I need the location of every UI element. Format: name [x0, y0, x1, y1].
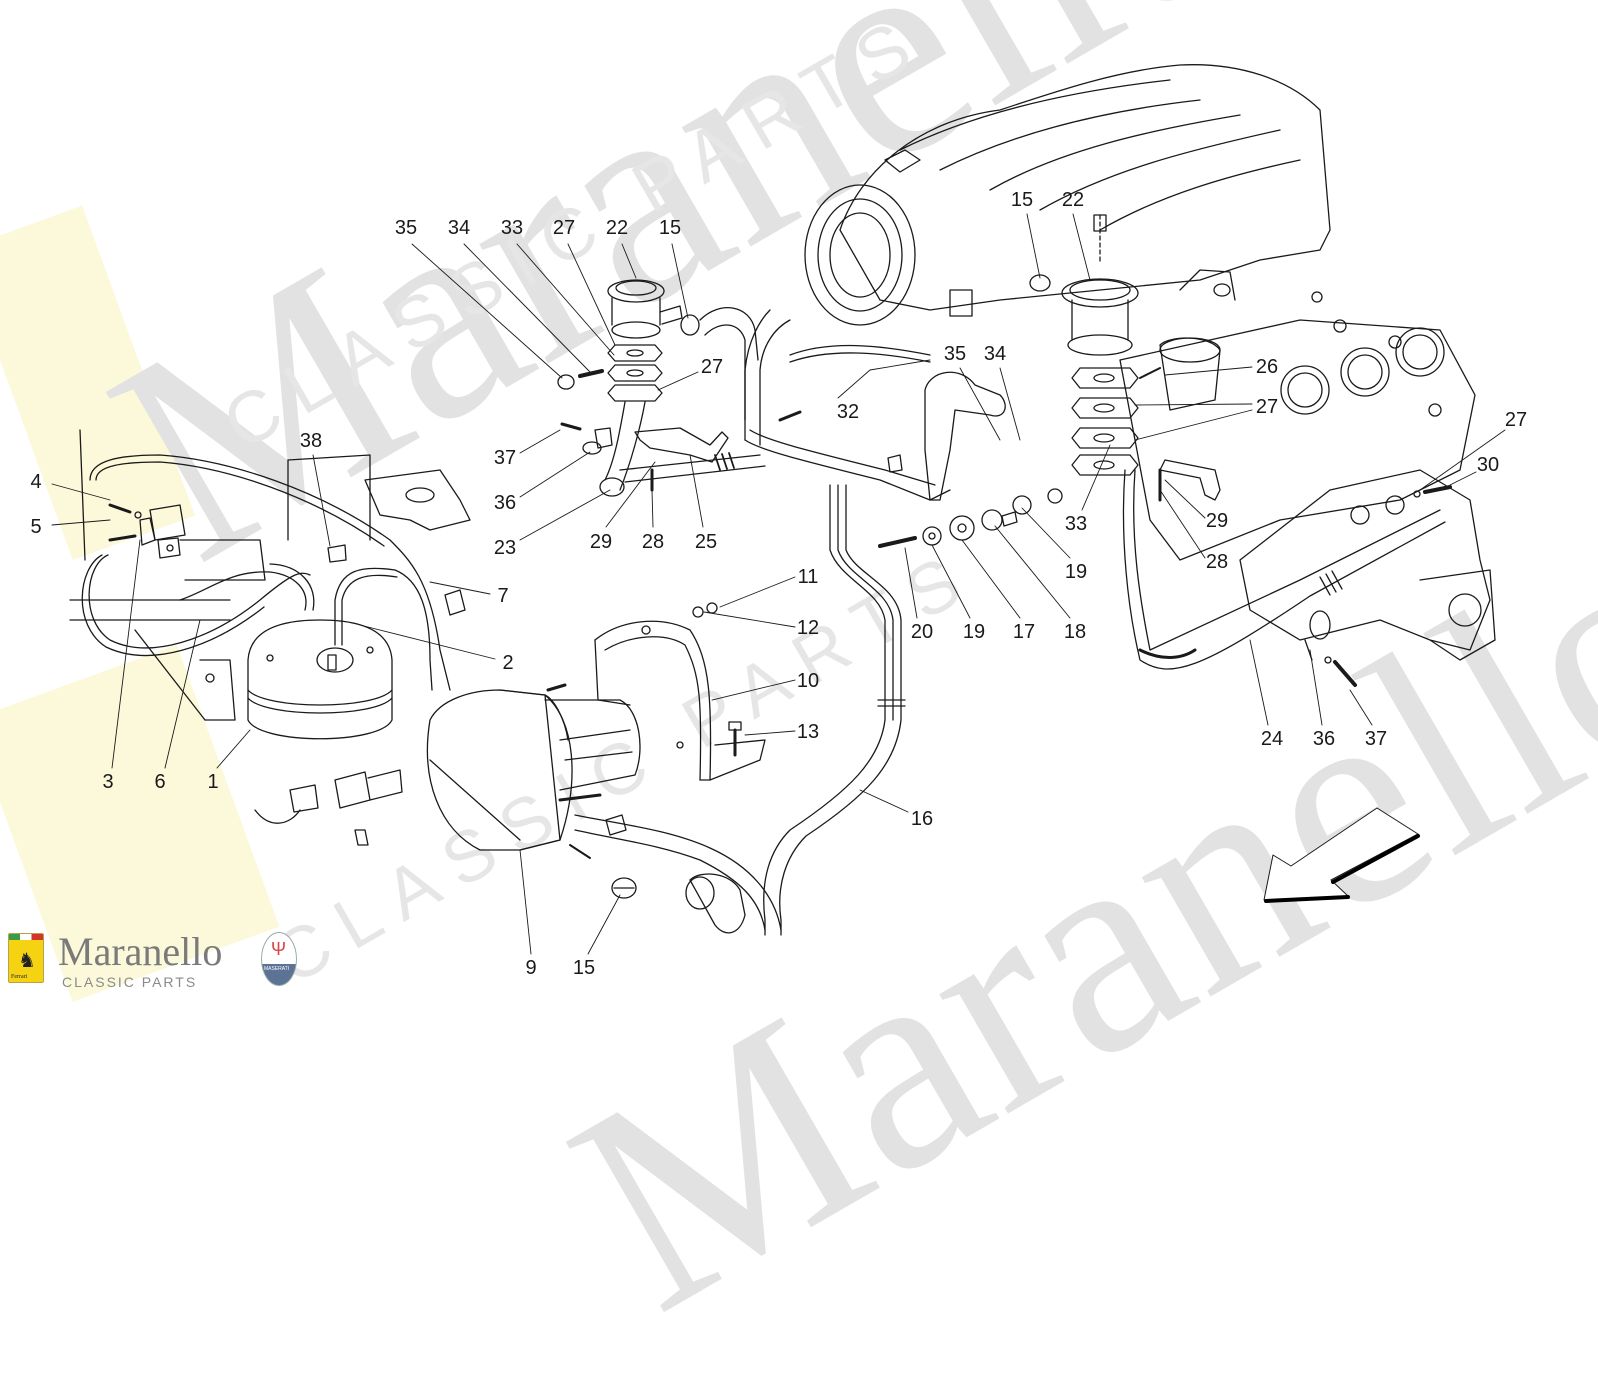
- vacuum-canister-1: [179, 563, 433, 740]
- callout-29: 29: [1205, 510, 1229, 532]
- solenoid-valve-3: [108, 503, 186, 559]
- exhaust-manifold: [1239, 469, 1496, 661]
- electrical-connectors: [254, 544, 466, 846]
- front-direction-arrow: [1263, 807, 1420, 903]
- ferrari-shield-icon: ♞ Ferrari: [8, 933, 44, 983]
- stud-34-nut-35-left: [557, 369, 604, 390]
- callout-4: 4: [30, 471, 42, 493]
- callout-34: 34: [447, 217, 471, 239]
- callout-22: 22: [605, 217, 629, 239]
- callout-19: 19: [962, 621, 986, 643]
- callout-36: 36: [1312, 728, 1336, 750]
- leader-lines: [51, 213, 1506, 955]
- callout-12: 12: [796, 617, 820, 639]
- hose-pump-outlet: [574, 814, 782, 934]
- callout-28: 28: [1205, 551, 1229, 573]
- callout-27: 27: [1504, 409, 1528, 431]
- callout-34: 34: [983, 343, 1007, 365]
- clamp-36-right: [1304, 610, 1357, 687]
- spacer-stack: [878, 488, 1063, 548]
- brand-subtitle: CLASSIC PARTS: [62, 974, 198, 990]
- cylinder-head: [1119, 319, 1476, 561]
- air-valve-22-right: [1061, 214, 1161, 476]
- air-pump-9: [426, 683, 641, 859]
- hose-assembly-center: [744, 309, 1006, 501]
- bolt-13: [728, 721, 742, 757]
- callout-27: 27: [552, 217, 576, 239]
- callout-17: 17: [1012, 621, 1036, 643]
- body-panel-left: [69, 429, 471, 721]
- callout-1: 1: [207, 771, 219, 793]
- bracket-25-left: [634, 427, 729, 463]
- callout-32: 32: [836, 401, 860, 423]
- clamp-15-bottom: [611, 877, 637, 899]
- pipe-23-segment: [619, 454, 766, 483]
- exploded-view-drawing: [51, 64, 1506, 955]
- callout-35: 35: [943, 343, 967, 365]
- pump-bracket-10: [594, 620, 766, 781]
- callout-27: 27: [1255, 396, 1279, 418]
- callout-10: 10: [796, 670, 820, 692]
- callout-28: 28: [641, 531, 665, 553]
- callout-33: 33: [1064, 513, 1088, 535]
- nut-11-washer-12: [692, 602, 718, 618]
- callout-7: 7: [497, 585, 509, 607]
- callout-6: 6: [154, 771, 166, 793]
- callout-33: 33: [500, 217, 524, 239]
- prancing-horse-icon: ♞: [18, 950, 36, 972]
- callout-25: 25: [694, 531, 718, 553]
- air-pipe-24: [1122, 469, 1446, 670]
- callout-36: 36: [493, 492, 517, 514]
- callout-24: 24: [1260, 728, 1284, 750]
- callout-16: 16: [910, 808, 934, 830]
- ferrari-wordmark: Ferrari: [11, 974, 28, 980]
- clip-pump: [605, 814, 627, 836]
- callout-26: 26: [1255, 356, 1279, 378]
- pipe-16: [763, 484, 906, 936]
- callout-20: 20: [910, 621, 934, 643]
- callout-3: 3: [102, 771, 114, 793]
- callout-37: 37: [1364, 728, 1388, 750]
- callout-15: 15: [572, 957, 596, 979]
- maserati-wordmark: MASERATI: [264, 966, 290, 972]
- bracket-right: [1159, 459, 1221, 501]
- callout-11: 11: [797, 566, 819, 588]
- bellows-left: [714, 452, 735, 471]
- vacuum-tube-6: [81, 454, 451, 691]
- callout-38: 38: [299, 430, 323, 452]
- callout-5: 5: [30, 516, 42, 538]
- callout-30: 30: [1476, 454, 1500, 476]
- trident-icon: Ψ: [271, 939, 287, 959]
- callout-19: 19: [1064, 561, 1088, 583]
- air-valve-22-left: [599, 279, 759, 497]
- bolt-30: [1413, 485, 1452, 498]
- callout-29: 29: [589, 531, 613, 553]
- callout-13: 13: [796, 721, 820, 743]
- callout-15: 15: [1010, 189, 1034, 211]
- callout-27: 27: [700, 356, 724, 378]
- italian-flag-stripe: [9, 934, 43, 940]
- callout-18: 18: [1063, 621, 1087, 643]
- callout-9: 9: [525, 957, 537, 979]
- callout-2: 2: [502, 652, 514, 674]
- brand-name: Maranello: [58, 929, 223, 974]
- callout-15: 15: [658, 217, 682, 239]
- callout-35: 35: [394, 217, 418, 239]
- intake-manifold: [804, 64, 1331, 326]
- maserati-badge-icon: Ψ MASERATI: [261, 932, 297, 986]
- clamp-15-right: [1029, 274, 1051, 292]
- callout-22: 22: [1061, 189, 1085, 211]
- callout-37: 37: [493, 447, 517, 469]
- clamp-36-left: [560, 422, 613, 455]
- callout-23: 23: [493, 537, 517, 559]
- maranello-classic-parts-logo: ♞ Ferrari Maranello CLASSIC PARTS Ψ MASE…: [8, 928, 308, 998]
